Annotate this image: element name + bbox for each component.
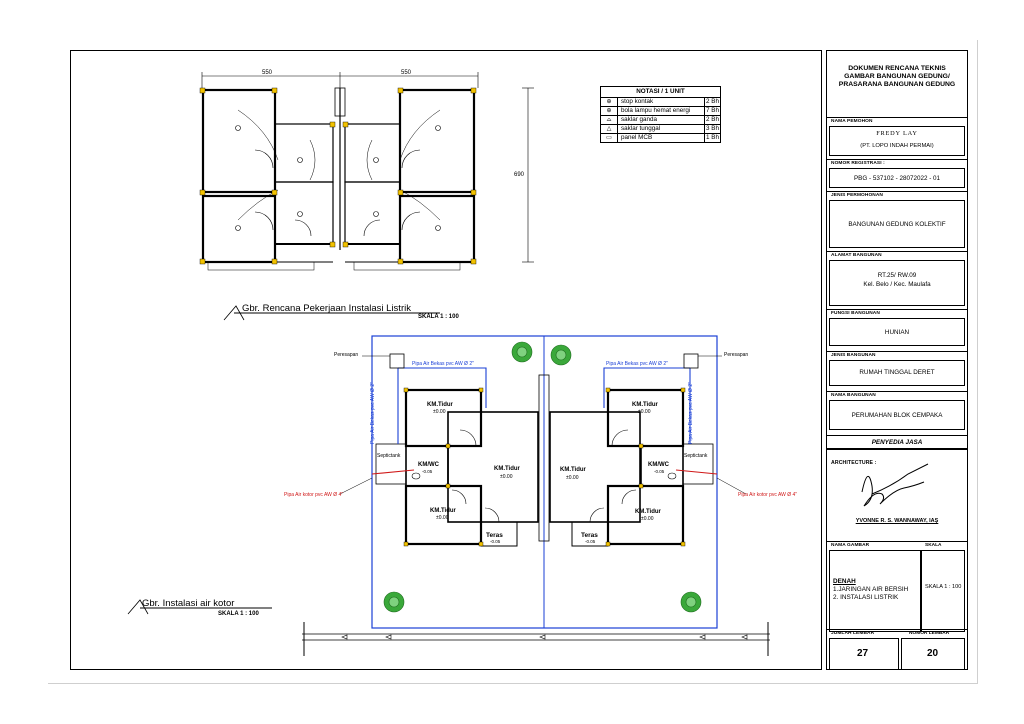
room-label: KM.Tidur [427, 402, 453, 408]
drawing-frame [70, 50, 822, 670]
building-name: PERUMAHAN BLOK CEMPAKA [851, 412, 943, 419]
nama-gambar-section: NAMA GAMBAR SKALA DENAH 1.JARINGAN AIR B… [827, 541, 967, 632]
architect-name: YVONNE R. S. WANNAWAY, IAŞ [855, 518, 939, 524]
nama-pemohon-section: NAMA PEMOHON FREDY LAY (PT. LOPO INDAH P… [827, 117, 967, 159]
architecture-section: ARCHITECTURE : YVONNE R. S. WANNAWAY, IA… [827, 449, 967, 539]
sheet-number: 20 [927, 648, 939, 659]
pipe-label-top-right: Pipa Air Bekas pvc AW Ø 2" [606, 361, 668, 367]
address-line-1: RT.25/ RW.09 [877, 272, 917, 279]
penyedia-jasa-section: PENYEDIA JASA [827, 435, 967, 449]
wastewater-plan-scale: SKALA 1 : 100 [218, 611, 259, 617]
room-level: ±0.00 [433, 409, 446, 415]
service-provider-label: PENYEDIA JASA [871, 439, 923, 446]
drawing-title: DENAH [833, 578, 856, 585]
fungsi-section: FUNGSI BANGUNAN HUNIAN [827, 309, 967, 346]
registration-number: PBG - 537102 - 28072022 - 01 [853, 175, 941, 182]
pipe-label-vert-right: Pipa Air Bekas pvc AW Ø 2" [688, 382, 694, 444]
electrical-plan-title: Gbr. Rencana Pekerjaan Instalasi Listrik [242, 303, 411, 314]
septictank-left-label: Septictank [377, 453, 401, 459]
jenis-bangunan-section: JENIS BANGUNAN RUMAH TINGGAL DERET [827, 351, 967, 386]
drawing-scale: SKALA 1 : 100 [925, 584, 962, 590]
applicant-name: FREDY LAY [876, 130, 918, 137]
electrical-plan-scale: SKALA 1 : 100 [418, 314, 459, 320]
room-label: KM/WC [418, 462, 439, 468]
lamp-icon: ⊕ [601, 107, 618, 115]
building-function: HUNIAN [884, 329, 910, 336]
wastewater-plan [302, 335, 770, 656]
room-level: -0.05 [490, 539, 501, 544]
double-switch-icon: ⌓ [601, 116, 618, 124]
peresapan-left-label: Peresapan [334, 352, 359, 358]
jenis-permohonan-section: JENIS PERMOHONAN BANGUNAN GEDUNG KOLEKTI… [827, 191, 967, 251]
structural-columns [199, 87, 477, 265]
sheet-number-section: JUMLAH LEMBAR NOMOR LEMBAR 27 20 [827, 629, 967, 671]
alamat-section: ALAMAT BANGUNAN RT.25/ RW.09 Kel. Belo /… [827, 251, 967, 309]
peresapan-right-label: Peresapan [724, 352, 749, 358]
dimension-height: 690 [514, 172, 525, 178]
dimension-right: 550 [401, 70, 412, 76]
applicant-company: (PT. LOPO INDAH PERMAI) [860, 143, 934, 149]
sheet-shadow-right [977, 40, 978, 684]
single-switch-icon: △ [601, 125, 618, 133]
room-label: KM.Tidur [635, 509, 661, 515]
socket-icon: ⊕ [601, 98, 618, 106]
room-level: ±0.00 [641, 516, 654, 522]
nomor-registrasi-section: NOMOR REGISTRASI : PBG - 537102 - 280720… [827, 159, 967, 191]
room-level: ±0.00 [500, 474, 513, 480]
sheet-shadow-bottom [48, 683, 978, 684]
room-level: ±0.00 [436, 515, 449, 521]
nama-bangunan-section: NAMA BANGUNAN PERUMAHAN BLOK CEMPAKA [827, 391, 967, 435]
building-type: RUMAH TINGGAL DERET [859, 369, 935, 376]
application-type: BANGUNAN GEDUNG KOLEKTIF [848, 221, 946, 228]
pipe-label-vert-left: Pipa Air Bekas pvc AW Ø 2" [370, 382, 376, 444]
electrical-plan [201, 72, 534, 271]
septictank-right-label: Septictank [684, 453, 708, 459]
title-block: DOKUMEN RENCANA TEKNIS GAMBAR BANGUNAN G… [826, 50, 968, 670]
room-level: ±0.00 [566, 475, 579, 481]
room-level: -0.05 [585, 539, 596, 544]
tree-icon [383, 341, 702, 613]
drawing-item-1: 1.JARINGAN AIR BERSIH [833, 586, 909, 593]
room-label: KM.Tidur [632, 402, 658, 408]
pipe-label-top-left: Pipa Air Bekas pvc AW Ø 2" [412, 361, 474, 367]
room-label: Teras [581, 532, 598, 539]
legend-title: NOTASI / 1 UNIT [601, 87, 720, 98]
address-line-2: Kel. Belo / Kec. Maulafa [863, 281, 931, 288]
pipe-kotor-right-label: Pipa Air kotor pvc AW Ø 4" [738, 492, 798, 498]
room-label: KM.Tidur [560, 467, 586, 473]
room-level: -0.05 [654, 469, 665, 474]
document-header: DOKUMEN RENCANA TEKNIS GAMBAR BANGUNAN G… [838, 65, 956, 89]
room-level: -0.05 [422, 469, 433, 474]
dimension-left: 550 [262, 70, 273, 76]
room-level: ±0.00 [638, 409, 651, 415]
drawing-item-2: 2. INSTALASI LISTRIK [833, 594, 899, 601]
room-label: Teras [486, 532, 503, 539]
mcb-panel-icon: ▭ [601, 134, 618, 142]
architect-signature [861, 463, 929, 507]
wastewater-plan-title: Gbr. Instalasi air kotor [142, 598, 235, 609]
pipe-kotor-left-label: Pipa Air kotor pvc AW Ø 4" [284, 492, 344, 498]
room-label: KM.Tidur [494, 466, 520, 472]
room-label: KM/WC [648, 462, 669, 468]
room-label: KM.Tidur [430, 508, 456, 514]
total-sheets: 27 [857, 648, 869, 659]
